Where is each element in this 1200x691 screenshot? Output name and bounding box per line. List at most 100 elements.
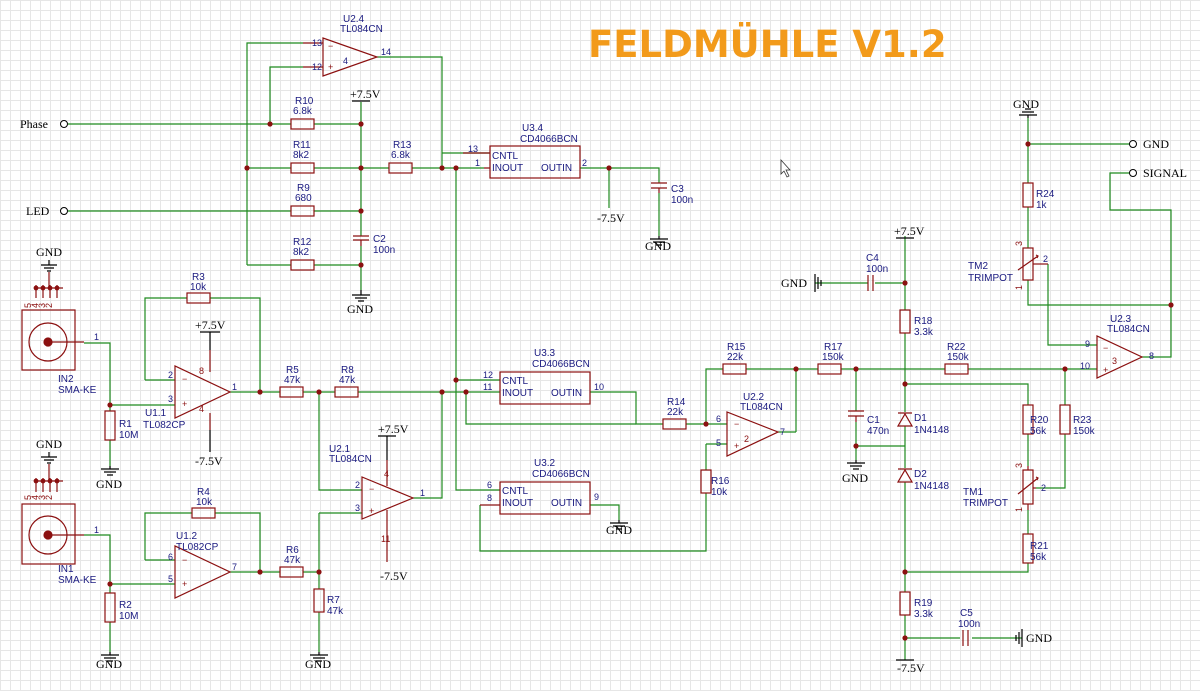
- opamp-u23: [1096, 335, 1144, 379]
- svg-text:100n: 100n: [958, 619, 980, 630]
- svg-text:R5: R5: [286, 365, 299, 376]
- svg-text:47k: 47k: [284, 555, 301, 566]
- svg-text:3: 3: [1014, 463, 1024, 468]
- svg-text:5: 5: [168, 574, 173, 584]
- switch-u33: [499, 371, 591, 405]
- gnd-label-rail: GND: [347, 302, 373, 316]
- svg-text:C5: C5: [960, 608, 973, 619]
- svg-text:U1.2: U1.2: [176, 531, 198, 542]
- svg-text:10: 10: [594, 382, 604, 392]
- svg-text:2: 2: [1043, 254, 1048, 264]
- svg-text:10k: 10k: [190, 282, 207, 293]
- in1-ref: IN1: [58, 564, 74, 575]
- vneg-label-3: -7.5V: [380, 569, 408, 583]
- svg-text:U2.1: U2.1: [329, 444, 351, 455]
- svg-text:12: 12: [483, 370, 493, 380]
- phase-terminal: [60, 120, 68, 128]
- svg-text:CD4066BCN: CD4066BCN: [532, 469, 590, 480]
- opamps: − + 13 12 14 4 U2.4 TL084CN − + 2 3 1 8 …: [143, 14, 1154, 599]
- svg-text:TM1: TM1: [963, 487, 983, 498]
- svg-text:U3.4: U3.4: [522, 123, 544, 134]
- svg-text:2: 2: [582, 158, 587, 168]
- svg-text:−: −: [182, 374, 187, 384]
- svg-text:56k: 56k: [1030, 552, 1047, 563]
- mouse-cursor-icon: [780, 158, 791, 178]
- svg-text:47k: 47k: [339, 375, 356, 386]
- diode-d1: [896, 412, 914, 427]
- svg-text:10: 10: [1080, 361, 1090, 371]
- svg-text:5: 5: [23, 303, 33, 308]
- svg-text:7: 7: [232, 562, 237, 572]
- svg-text:R10: R10: [295, 96, 314, 107]
- svg-text:7: 7: [780, 427, 785, 437]
- analog-switches: 13 1 2 CNTL INOUT OUTIN U3.4 CD4066BCN 1…: [463, 123, 604, 515]
- trimpot-tm2: [1022, 247, 1034, 281]
- svg-text:100n: 100n: [671, 195, 693, 206]
- svg-text:1N4148: 1N4148: [914, 425, 949, 436]
- svg-text:+: +: [328, 62, 333, 72]
- svg-text:4: 4: [343, 56, 348, 66]
- svg-text:TL084CN: TL084CN: [1107, 324, 1150, 335]
- svg-text:R11: R11: [293, 140, 311, 151]
- resistor-r16: [700, 469, 712, 494]
- svg-text:9: 9: [594, 492, 599, 502]
- svg-text:14: 14: [381, 47, 391, 57]
- svg-text:CD4066BCN: CD4066BCN: [520, 134, 578, 145]
- svg-text:TL082CP: TL082CP: [176, 542, 219, 553]
- svg-text:470n: 470n: [867, 426, 889, 437]
- vpos-label-4: +7.5V: [894, 224, 925, 238]
- capacitor-c4: [867, 275, 874, 291]
- svg-text:INOUT: INOUT: [502, 388, 533, 399]
- vpos-label-2: +7.5V: [195, 318, 226, 332]
- svg-text:U2.3: U2.3: [1110, 314, 1132, 325]
- resistor-r8: [334, 386, 359, 398]
- svg-text:1: 1: [420, 488, 425, 498]
- svg-text:R15: R15: [727, 342, 746, 353]
- capacitor-c3: [651, 182, 667, 189]
- svg-text:U3.3: U3.3: [534, 348, 556, 359]
- svg-text:2: 2: [744, 434, 749, 444]
- svg-text:TL084CN: TL084CN: [340, 24, 383, 35]
- vpos-label-3: +7.5V: [378, 422, 409, 436]
- svg-text:TL084CN: TL084CN: [329, 454, 372, 465]
- svg-text:C2: C2: [373, 234, 386, 245]
- opamp-u12: [174, 545, 232, 599]
- diodes: D1 1N4148 D2 1N4148: [896, 412, 949, 492]
- svg-text:R6: R6: [286, 545, 299, 556]
- resistor-r22: [944, 363, 969, 375]
- svg-text:1: 1: [94, 525, 99, 535]
- svg-text:22k: 22k: [667, 407, 684, 418]
- opamp-u21: [361, 476, 415, 520]
- resistor-r23: [1059, 404, 1071, 435]
- svg-text:56k: 56k: [1030, 426, 1047, 437]
- vneg-label-4: -7.5V: [897, 661, 925, 675]
- svg-text:100n: 100n: [373, 245, 395, 256]
- net-led-label: LED: [26, 204, 50, 218]
- svg-text:3.3k: 3.3k: [914, 327, 934, 338]
- svg-text:1N4148: 1N4148: [914, 481, 949, 492]
- svg-text:3: 3: [1112, 356, 1117, 366]
- net-labels: Phase LED GND SIGNAL +7.5V +7.5V +7.5V +…: [20, 87, 1187, 675]
- resistor-r12: [290, 259, 315, 271]
- svg-text:4: 4: [30, 303, 40, 308]
- svg-text:1: 1: [1014, 285, 1024, 290]
- gnd-label-r1: GND: [96, 477, 122, 491]
- svg-text:3: 3: [37, 303, 47, 308]
- resistor-r7: [313, 588, 325, 613]
- svg-text:+: +: [182, 399, 187, 409]
- svg-text:3: 3: [168, 394, 173, 404]
- gnd-label-c5: GND: [1026, 631, 1052, 645]
- net-gnd-out-label: GND: [1143, 137, 1169, 151]
- svg-text:1: 1: [1014, 507, 1024, 512]
- svg-text:D1: D1: [914, 413, 927, 424]
- signal-terminal: [1129, 169, 1137, 177]
- svg-text:12: 12: [312, 62, 322, 72]
- svg-text:R22: R22: [947, 342, 966, 353]
- resistor-r14: [662, 418, 687, 430]
- svg-text:OUTIN: OUTIN: [541, 163, 572, 174]
- resistor-r18: [899, 309, 911, 334]
- resistor-r13: [388, 162, 413, 174]
- svg-text:U3.2: U3.2: [534, 458, 556, 469]
- svg-text:22k: 22k: [727, 352, 744, 363]
